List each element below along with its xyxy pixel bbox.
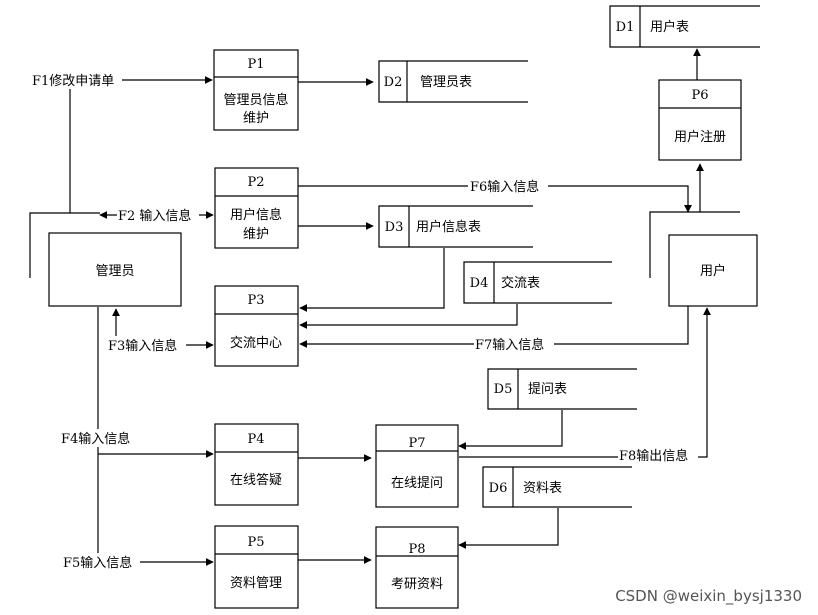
flow-f2-label: F2 输入信息 <box>118 208 191 224</box>
process-p2-name-line2: 维护 <box>243 227 269 242</box>
process-p5-name: 资料管理 <box>230 576 282 591</box>
flow-d4-p3-line <box>299 304 518 329</box>
process-p3: P3 交流中心 <box>214 285 299 367</box>
process-p2: P2 用户信息 维护 <box>214 167 299 249</box>
flow-f6-label-group: F6输入信息 <box>468 177 548 195</box>
store-d3-name: 用户信息表 <box>416 219 481 235</box>
process-p4-name: 在线答疑 <box>230 472 282 488</box>
store-d5: D5 提问表 <box>487 368 637 410</box>
flow-f8-line <box>459 307 711 458</box>
process-p5: P5 资料管理 <box>214 525 299 609</box>
flow-f4-label: F4输入信息 <box>61 431 130 447</box>
process-p1-id: P1 <box>247 57 264 72</box>
store-d6-id: D6 <box>489 481 508 496</box>
process-p7-name: 在线提问 <box>391 475 443 491</box>
flow-f1-line <box>69 76 213 213</box>
flow-f6-line <box>298 185 692 213</box>
flow-f3-label-group: F3输入信息 <box>106 336 186 354</box>
store-d6: D6 资料表 <box>482 466 632 508</box>
flow-f5-label-group: F5输入信息 <box>62 553 140 571</box>
store-d1: D1 用户表 <box>609 5 760 48</box>
flow-f1-label-group: F1修改申请单 <box>30 71 122 89</box>
process-p7-id: P7 <box>408 436 425 451</box>
flow-f7-line <box>299 306 689 348</box>
flow-f6-label: F6输入信息 <box>470 179 539 195</box>
flow-d6-p8-line <box>458 508 559 549</box>
flow-f8-label-group: F8输出信息 <box>618 446 698 464</box>
process-p8: P8 考研资料 <box>375 526 459 609</box>
flow-f1-label: F1修改申请单 <box>32 74 114 89</box>
process-p3-id: P3 <box>247 293 264 308</box>
flow-f3-label: F3输入信息 <box>108 338 177 354</box>
entity-user: 用户 <box>649 211 758 307</box>
flow-f7-label: F7输入信息 <box>475 337 544 353</box>
process-p1: P1 管理员信息 维护 <box>213 49 299 131</box>
process-p3-name: 交流中心 <box>230 335 282 351</box>
flow-f5-label: F5输入信息 <box>63 555 132 571</box>
store-d6-name: 资料表 <box>523 481 562 496</box>
store-d1-name: 用户表 <box>650 19 689 35</box>
flow-f2-label-group: F2 输入信息 <box>117 206 199 224</box>
store-d3: D3 用户信息表 <box>378 205 533 248</box>
process-p6: P6 用户注册 <box>658 79 742 161</box>
process-p2-id: P2 <box>247 175 264 190</box>
entity-admin-label: 管理员 <box>95 264 134 279</box>
entity-user-label: 用户 <box>700 263 726 279</box>
process-p8-id: P8 <box>408 542 425 557</box>
process-p2-name-line1: 用户信息 <box>230 207 282 223</box>
process-p7: P7 在线提问 <box>375 424 459 508</box>
process-p4: P4 在线答疑 <box>214 423 299 506</box>
flow-d5-p7-line <box>458 410 563 450</box>
store-d3-id: D3 <box>385 220 404 235</box>
store-d4-name: 交流表 <box>501 275 540 291</box>
flow-d3-p3-line <box>299 248 445 312</box>
process-p1-name-line2: 维护 <box>243 111 269 126</box>
entity-admin: 管理员 <box>29 212 182 307</box>
store-d2-name: 管理员表 <box>420 75 472 90</box>
store-d2: D2 管理员表 <box>378 60 528 103</box>
process-p6-id: P6 <box>691 88 708 103</box>
flow-f8-label: F8输出信息 <box>619 448 688 464</box>
store-d5-name: 提问表 <box>528 381 567 397</box>
store-d4-id: D4 <box>470 276 489 291</box>
flow-f4-label-group: F4输入信息 <box>60 429 138 447</box>
store-d4: D4 交流表 <box>463 261 612 304</box>
process-p8-name: 考研资料 <box>391 577 443 592</box>
store-d1-id: D1 <box>616 20 635 35</box>
watermark: CSDN @weixin_bysj1330 <box>615 587 802 606</box>
process-p5-id: P5 <box>247 535 264 550</box>
flow-f7-label-group: F7输入信息 <box>474 335 554 353</box>
store-d2-id: D2 <box>384 75 403 90</box>
process-p1-name-line1: 管理员信息 <box>223 92 288 108</box>
process-p6-name: 用户注册 <box>674 129 726 145</box>
process-p4-id: P4 <box>247 432 264 447</box>
store-d5-id: D5 <box>494 382 513 397</box>
